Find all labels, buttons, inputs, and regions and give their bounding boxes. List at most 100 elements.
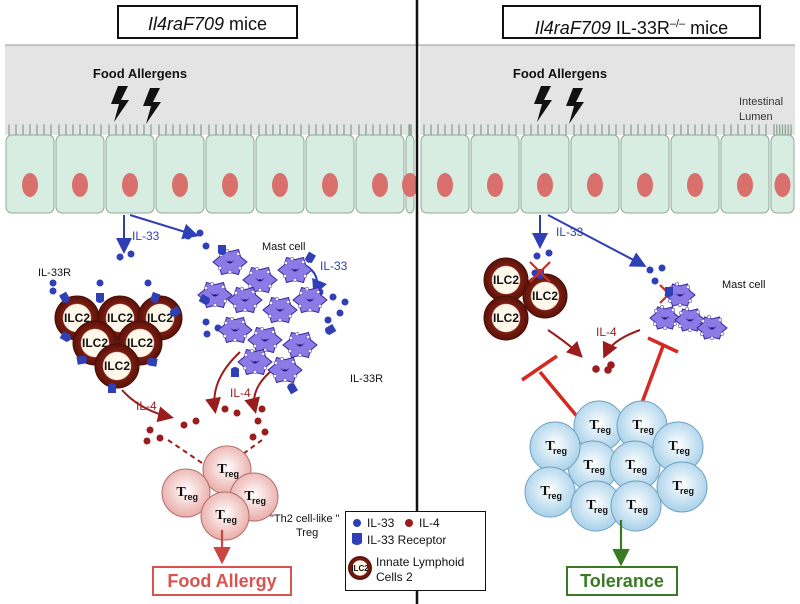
treg-label: T (589, 418, 599, 433)
epithelial-cell (620, 124, 670, 214)
il33-receptor-icon (305, 251, 316, 263)
il4-label: IL-4 (596, 325, 617, 339)
mast-cell (696, 314, 728, 341)
mast-cell (649, 304, 681, 331)
il4-arrow (602, 329, 641, 359)
nucleus (402, 173, 418, 197)
il33-receptor-icon (218, 245, 226, 255)
mast-cell (237, 348, 273, 376)
food-allergens-label: Food Allergens (513, 66, 607, 81)
nucleus (487, 173, 503, 197)
il4-arrow (205, 351, 241, 414)
right-panel-title: Il4raF709 IL-33R–/– mice (502, 5, 761, 39)
ilc2-label: ILC2 (127, 336, 153, 350)
mast-cell (267, 356, 303, 384)
treg-label: T (625, 458, 635, 473)
ilc2-icon-label: ILC2 (351, 564, 369, 573)
nucleus (122, 173, 138, 197)
il33-receptor-icon (76, 355, 87, 365)
intestinal-lumen-label: Intestinal (739, 96, 783, 108)
treg-cell: Treg (529, 421, 581, 473)
lightning-icon (111, 86, 584, 124)
th2-note: Treg (296, 527, 318, 539)
mast-cell (674, 306, 706, 333)
nucleus (250, 359, 260, 364)
il33r-label: IL-33R (38, 267, 71, 279)
title-italic: Il4raF709 (534, 18, 611, 38)
epithelial-cell (205, 124, 255, 214)
treg-subscript: reg (548, 491, 562, 501)
ilc2-label: ILC2 (493, 311, 519, 325)
il33-receptor-icon (150, 291, 161, 303)
treg-cell: Treg (524, 466, 576, 518)
receptor-icon (352, 533, 362, 545)
il33-receptor-icon (325, 324, 337, 335)
legend-symbols: ILC2 (348, 519, 413, 580)
epithelial-cell (720, 124, 770, 214)
il33-receptor-icon (147, 357, 158, 367)
il33-receptor-icon (665, 287, 673, 297)
nucleus (587, 173, 603, 197)
il33-receptor-icon (59, 291, 70, 303)
legend-ilc2-line1: Innate Lymphoid (376, 555, 465, 569)
treg-subscript: reg (223, 515, 237, 525)
inhibition-line (521, 336, 679, 422)
nucleus (737, 173, 753, 197)
treg-cell: Treg (200, 491, 250, 541)
treg-label: T (672, 479, 682, 494)
epithelial-cell (770, 124, 795, 214)
epithelial-cell (570, 124, 620, 214)
treg-subscript: reg (594, 505, 608, 515)
epithelial-cell (355, 124, 405, 214)
nucleus (295, 342, 305, 347)
mast-cell (292, 286, 328, 314)
il33-arrow (129, 214, 199, 240)
epithelial-cell (670, 124, 720, 214)
il33-receptor-icon (198, 294, 210, 305)
legend-il4: IL-4 (419, 516, 440, 530)
treg-label: T (217, 462, 227, 477)
treg-label: T (668, 439, 678, 454)
mast-cell (277, 256, 313, 284)
food-allergens-label: Food Allergens (93, 66, 187, 81)
treg-label: T (586, 498, 596, 513)
th2-note: "Th2 cell-like " (270, 513, 340, 525)
nucleus (685, 317, 695, 322)
nucleus (675, 292, 685, 297)
nucleus (687, 173, 703, 197)
treg-label: T (540, 484, 550, 499)
food-allergy-outcome: Food Allergy (152, 566, 292, 596)
mast-cell (247, 326, 283, 354)
nucleus (322, 173, 338, 197)
mast-cell-cluster (649, 281, 728, 341)
treg-subscript: reg (633, 465, 647, 475)
treg-cell: Treg (656, 461, 708, 513)
mast-cell-label: Mast cell (722, 279, 765, 291)
nucleus (230, 327, 240, 332)
il4-dots (592, 361, 615, 374)
nucleus (537, 173, 553, 197)
treg-label: T (632, 418, 642, 433)
nucleus (660, 315, 670, 320)
treg-subscript: reg (597, 425, 611, 435)
nucleus (22, 173, 38, 197)
ilc2-cell: ILC2 (522, 273, 568, 319)
nucleus (260, 337, 270, 342)
ilc2-label: ILC2 (147, 311, 173, 325)
nucleus (225, 259, 235, 264)
il4-arrow (244, 371, 271, 414)
il33-receptor-icon (231, 367, 239, 377)
treg-subscript: reg (553, 446, 567, 456)
left-panel-title: Il4raF709 mice (117, 5, 298, 39)
title-text: mice (685, 18, 729, 38)
treg-label: T (583, 458, 593, 473)
epithelial-cell (402, 124, 418, 214)
ilc2-label: ILC2 (493, 273, 519, 287)
nucleus (707, 325, 717, 330)
legend-ilc2-line2: Cells 2 (376, 570, 413, 584)
nucleus (172, 173, 188, 197)
